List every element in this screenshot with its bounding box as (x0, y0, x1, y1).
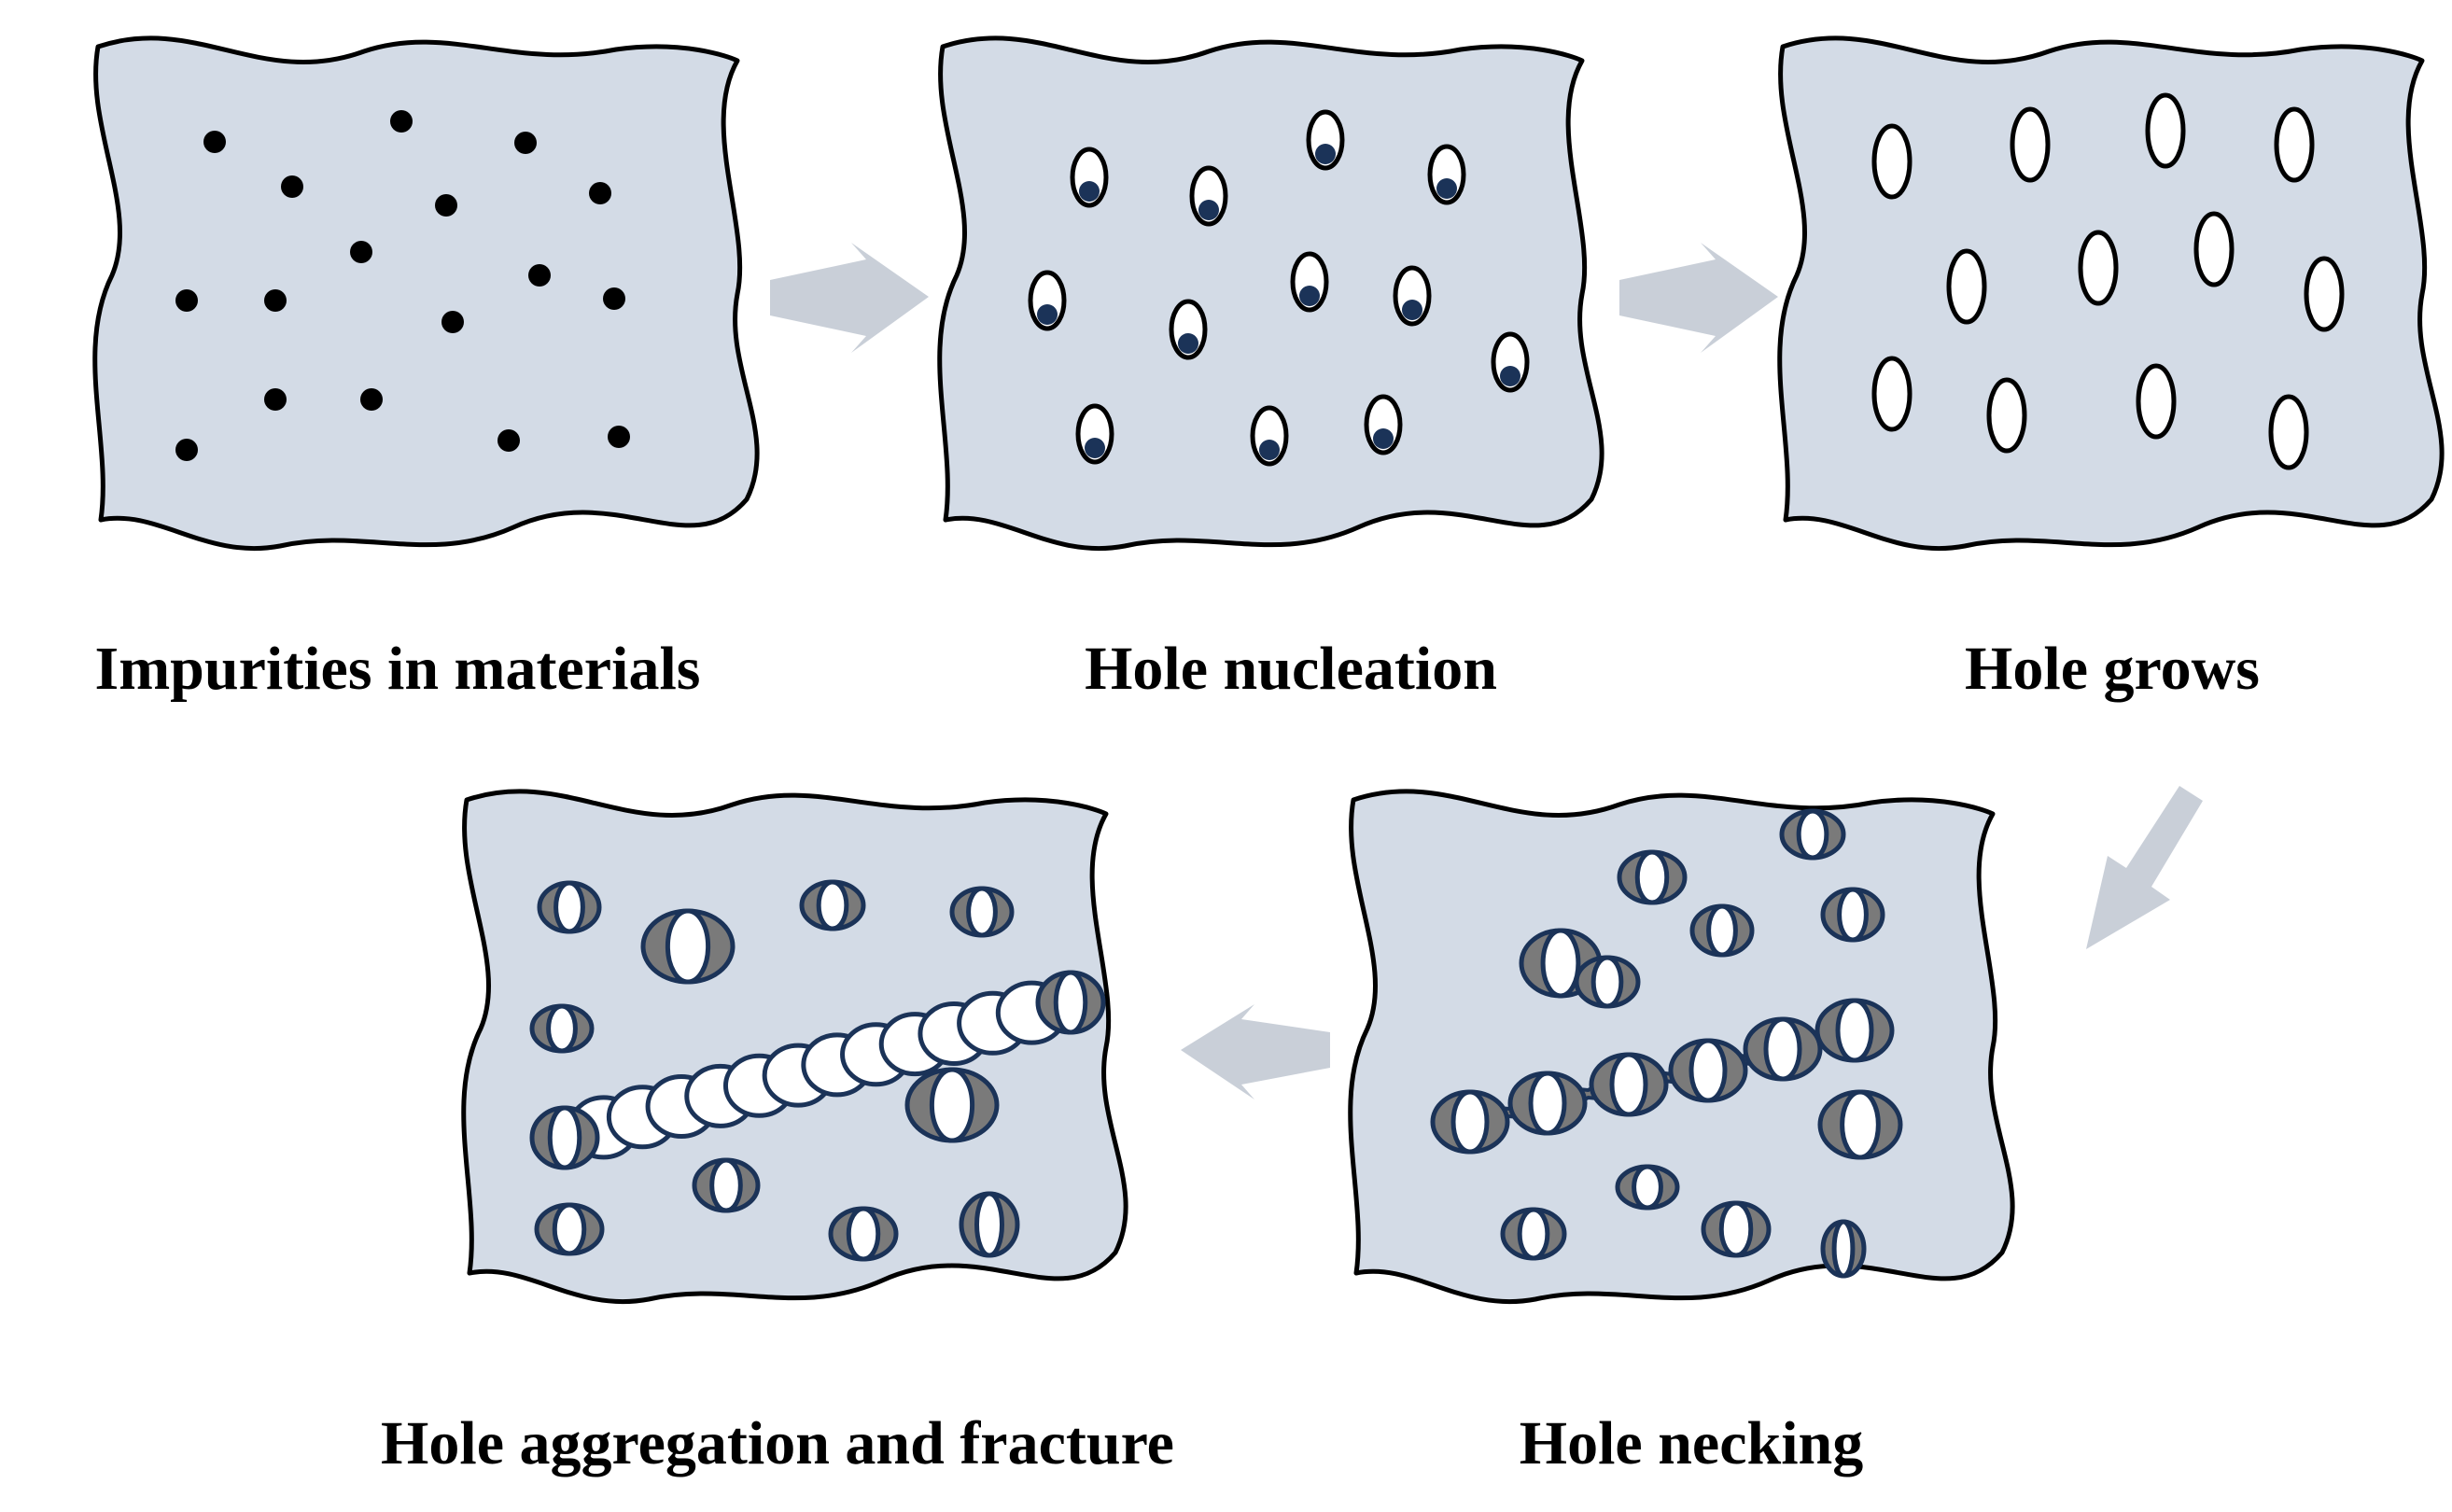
necking-void (1589, 1052, 1669, 1117)
grown-hole (1986, 377, 2027, 454)
impurity-dot (264, 388, 287, 411)
stage-label-growth: Hole grows (1965, 635, 2260, 703)
grown-hole (2274, 106, 2315, 183)
void (1574, 955, 1641, 1009)
stage-label-fracture: Hole aggregation and fracture (381, 1409, 1174, 1477)
panel-fracture (461, 789, 1128, 1305)
fracture-band (529, 879, 1106, 1262)
grown-hole (2193, 211, 2235, 287)
grown-hole (2010, 106, 2051, 183)
impurity-dot (603, 287, 625, 310)
impurity-dot (360, 388, 383, 411)
nucleated-hole (1290, 251, 1329, 313)
end-void (529, 1105, 600, 1170)
void (904, 1067, 1000, 1143)
panel-growth (1777, 35, 2445, 552)
panel-impurities (92, 35, 760, 552)
void (640, 908, 736, 985)
panel-necking (1348, 789, 2015, 1305)
void (1701, 1200, 1772, 1258)
impurity-dot (589, 182, 611, 204)
impurity-dot (435, 194, 457, 217)
nucleated-hole (1364, 394, 1403, 455)
void (692, 1157, 761, 1213)
void (828, 1206, 899, 1262)
void (529, 1003, 595, 1054)
stage-label-nucleation: Hole nucleation (1085, 635, 1497, 703)
nucleated-hole (1189, 165, 1228, 227)
grown-hole (2145, 92, 2186, 169)
grown-hole (1871, 123, 1913, 200)
necking-void (1430, 1089, 1510, 1155)
grown-hole (2304, 256, 2345, 332)
grown-hole (1946, 248, 1987, 325)
void (1500, 1207, 1567, 1261)
impurity-dot (264, 289, 287, 312)
arrow-left-icon (1181, 1004, 1330, 1099)
void (949, 886, 1015, 938)
impurity-dot (528, 264, 551, 287)
necking-void (1507, 1071, 1588, 1136)
necking-void (1668, 1038, 1748, 1103)
impurity-dot (390, 110, 413, 133)
nucleated-hole (1491, 331, 1530, 393)
grown-hole (2268, 394, 2309, 470)
nucleated-hole (1306, 109, 1345, 171)
nucleated-hole (1169, 299, 1208, 360)
arrow-right-icon (770, 243, 929, 353)
void (959, 1191, 1020, 1258)
void (1615, 1164, 1680, 1211)
void (1817, 1089, 1903, 1160)
void (1779, 808, 1846, 861)
grown-hole (1871, 356, 1913, 432)
stage-label-necking: Hole necking (1520, 1409, 1864, 1477)
impurity-dot (441, 311, 464, 333)
nucleated-hole (1393, 265, 1432, 327)
stage-label-impurities: Impurities in materials (95, 635, 701, 703)
impurity-dot (497, 429, 520, 452)
arrow-down-left-icon (2086, 786, 2203, 949)
material-plate (92, 35, 760, 552)
necking-holes (1430, 808, 1903, 1279)
impurity-dot (203, 131, 226, 153)
nucleated-hole (1070, 147, 1109, 208)
arrow-right-icon (1619, 243, 1778, 353)
void (537, 880, 602, 934)
impurity-dot (175, 439, 198, 461)
grown-hole (2078, 230, 2119, 306)
impurity-dot (175, 289, 198, 312)
grown-hole (2136, 363, 2177, 440)
necking-void (1814, 998, 1895, 1063)
void (1689, 903, 1755, 958)
impurity-dot (281, 175, 303, 198)
void (799, 879, 866, 931)
grown-holes (1871, 92, 2345, 470)
impurity-dot (350, 241, 372, 263)
void (1617, 849, 1688, 905)
necking-void (1743, 1016, 1823, 1082)
impurity-dots (175, 110, 630, 461)
nucleated-hole (1427, 144, 1466, 205)
impurity-dot (514, 132, 537, 154)
nucleated-holes (1028, 109, 1530, 467)
panel-nucleation (937, 35, 1604, 552)
void (1820, 1219, 1867, 1279)
nucleated-hole (1250, 405, 1289, 467)
void (534, 1202, 605, 1256)
end-void (1035, 970, 1106, 1035)
void (1820, 887, 1885, 943)
nucleated-hole (1028, 270, 1067, 331)
impurity-dot (608, 426, 630, 448)
nucleated-hole (1075, 403, 1114, 465)
